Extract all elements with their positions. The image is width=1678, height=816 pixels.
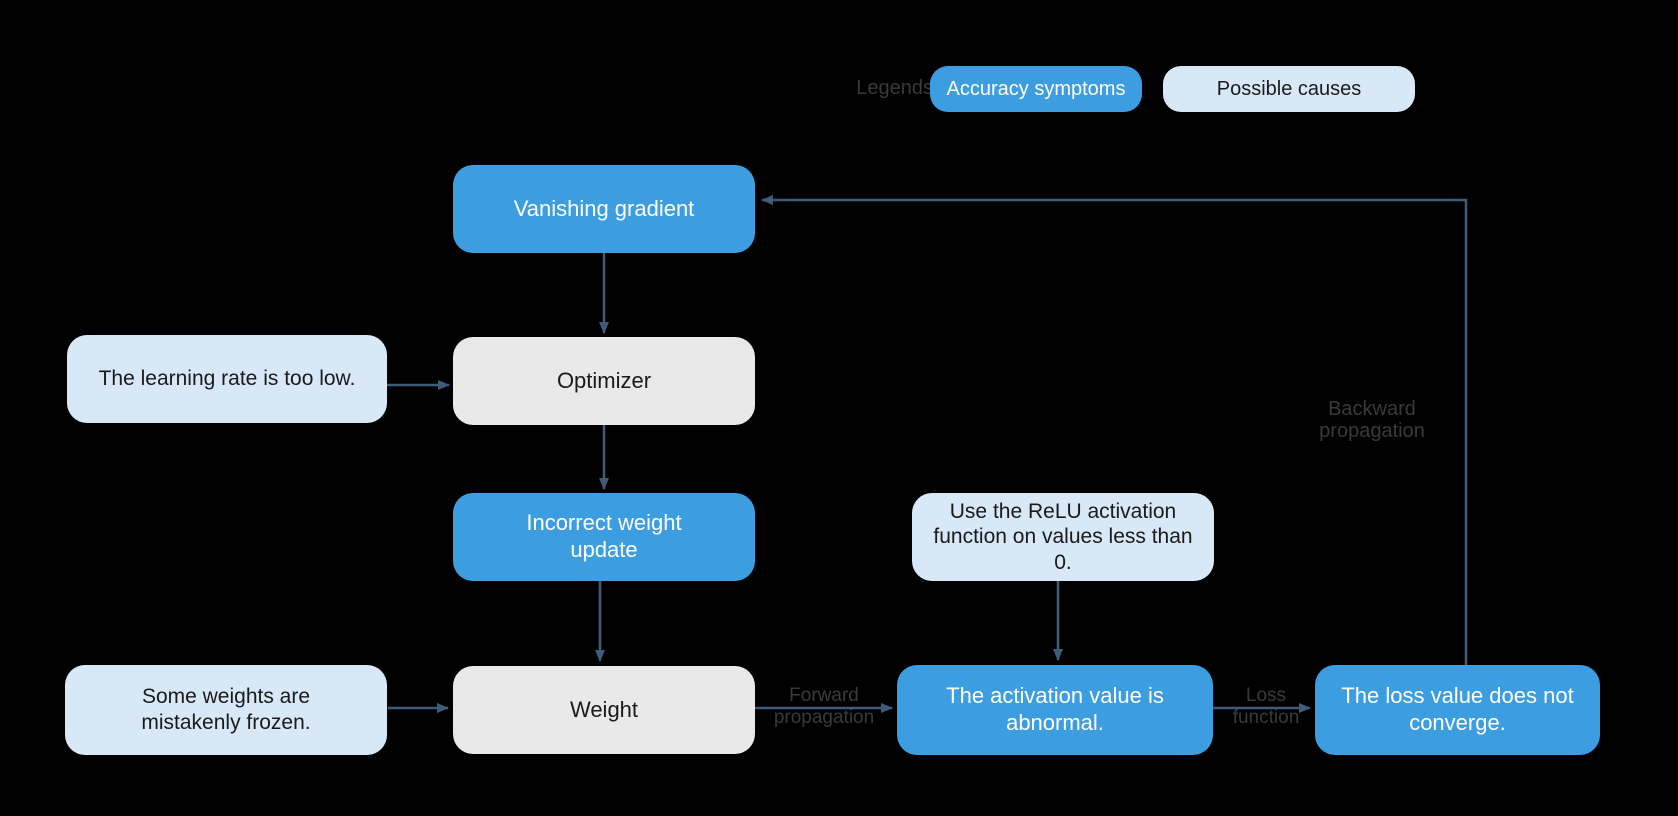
label-forward-line2: propagation <box>773 707 875 728</box>
label-backward-line1: Backward <box>1328 398 1416 420</box>
legend-possible-causes: Possible causes <box>1163 66 1415 112</box>
node-relu-activation-cause: Use the ReLU activation function on valu… <box>912 493 1214 581</box>
label-forward-line1: Forward <box>789 685 859 706</box>
node-weight: Weight <box>453 666 755 754</box>
label-backward-line2: propagation <box>1319 420 1425 442</box>
node-incorrect-weight-update: Incorrect weight update <box>453 493 755 581</box>
label-backward-propagation: Backward propagation <box>1312 398 1432 442</box>
legend-accuracy-symptoms: Accuracy symptoms <box>930 66 1142 112</box>
node-activation-value-abnormal: The activation value is abnormal. <box>897 665 1213 755</box>
label-loss-function: Loss function <box>1206 685 1326 729</box>
node-loss-not-converge: The loss value does not converge. <box>1315 665 1600 755</box>
node-weights-mistakenly-frozen: Some weights are mistakenly frozen. <box>65 665 387 755</box>
label-loss-line1: Loss <box>1245 685 1287 706</box>
label-loss-line2: function <box>1232 707 1300 728</box>
legend-title: Legends <box>856 77 933 99</box>
node-learning-rate-too-low: The learning rate is too low. <box>67 335 387 423</box>
node-optimizer: Optimizer <box>453 337 755 425</box>
node-vanishing-gradient: Vanishing gradient <box>453 165 755 253</box>
label-forward-propagation: Forward propagation <box>764 685 884 729</box>
